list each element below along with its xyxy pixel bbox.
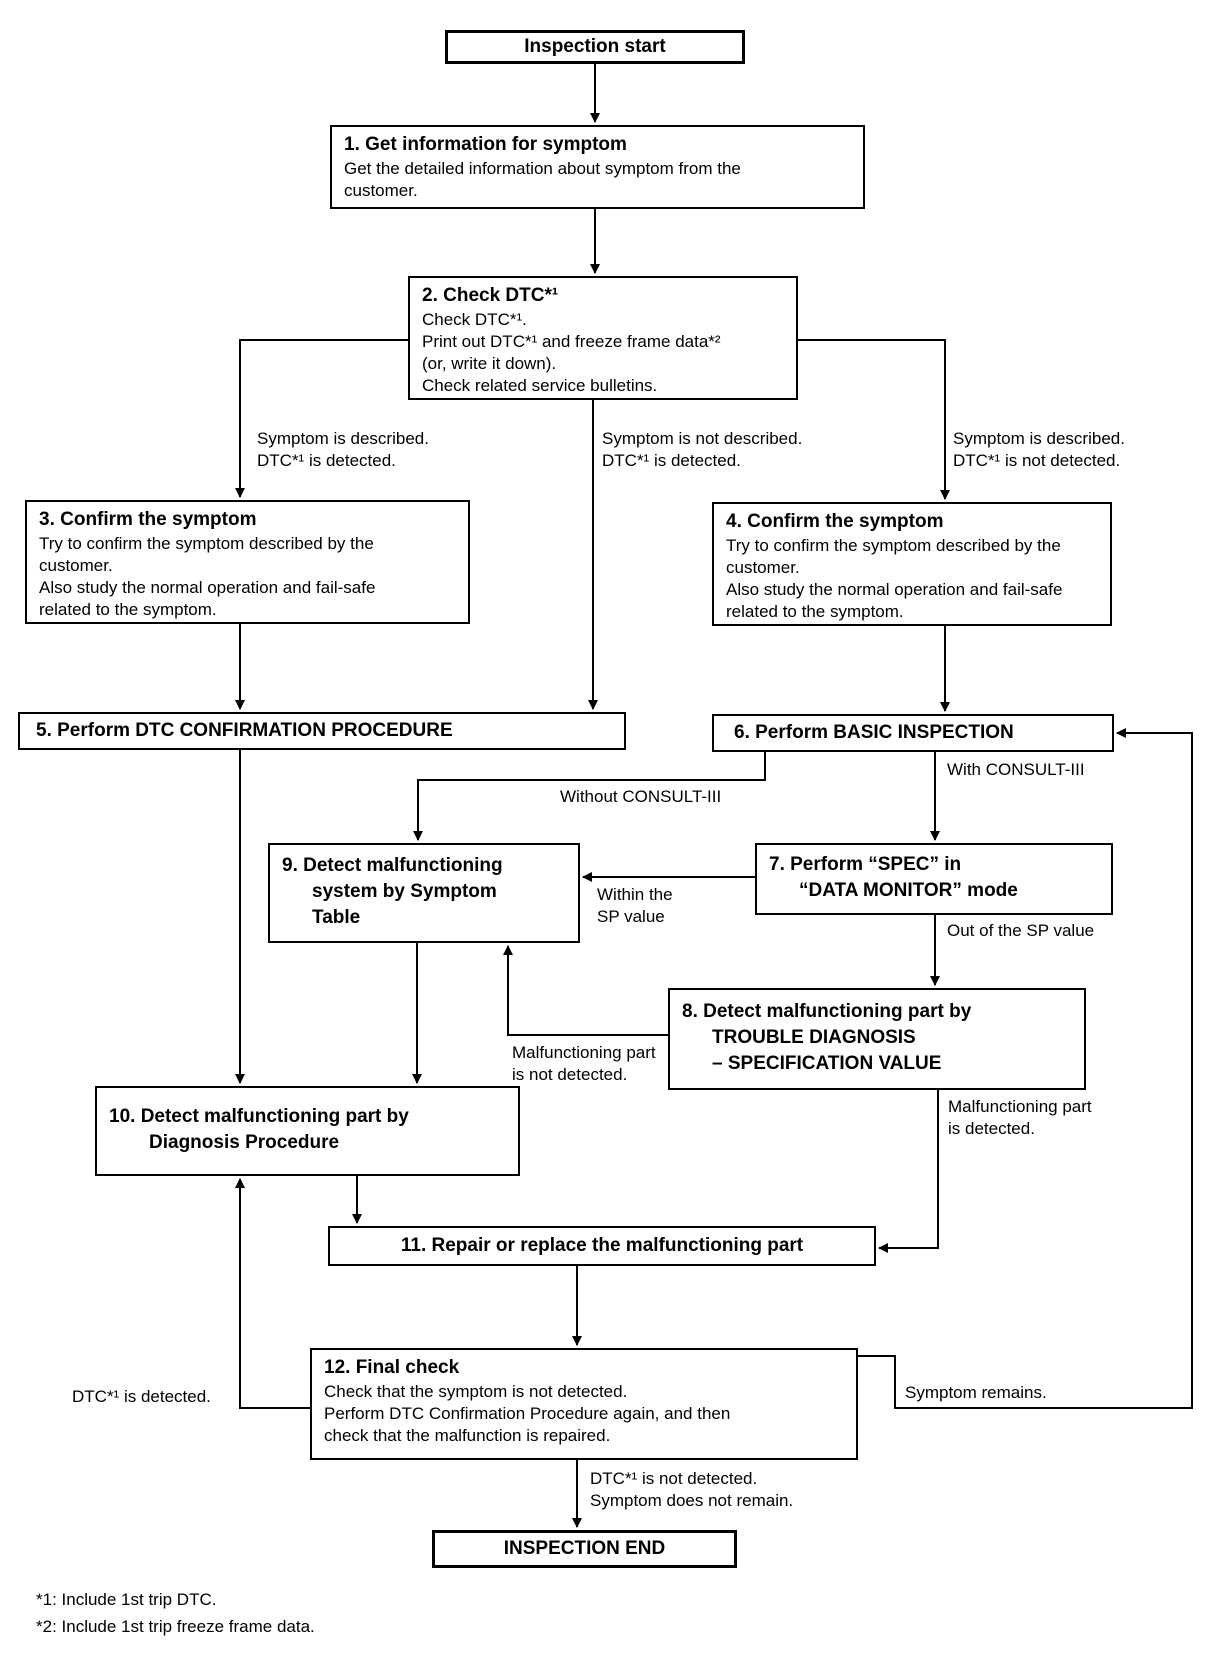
node-step12-final-check: 12. Final check Check that the symptom i… <box>310 1348 858 1460</box>
footnote-1: *1: Include 1st trip DTC. <box>36 1590 217 1609</box>
edge-step6-to-step9-without-consult <box>413 752 766 841</box>
node-step8-trouble-diagnosis-spec-value: 8. Detect malfunctioning part by TROUBLE… <box>668 988 1086 1090</box>
node-title: 11. Repair or replace the malfunctioning… <box>400 1235 804 1256</box>
node-step9-symptom-table: 9. Detect malfunctioning system by Sympt… <box>268 843 580 943</box>
node-title: 2. Check DTC*¹ <box>422 285 559 306</box>
edge-label-symptom-described-dtc-not-detected: Symptom is described. DTC*¹ is not detec… <box>953 429 1125 470</box>
node-title: 9. Detect malfunctioning system by Sympt… <box>282 855 503 928</box>
node-title: 4. Confirm the symptom <box>726 511 944 532</box>
edge-label-with-consult: With CONSULT-III <box>947 760 1085 779</box>
node-step3-confirm-symptom: 3. Confirm the symptom Try to confirm th… <box>25 500 470 624</box>
edge-label-part-detected: Malfunctioning part is detected. <box>948 1097 1092 1138</box>
node-step10-diagnosis-procedure: 10. Detect malfunctioning part by Diagno… <box>95 1086 520 1176</box>
node-label: INSPECTION END <box>503 1538 666 1559</box>
edge-label-without-consult: Without CONSULT-III <box>560 787 722 806</box>
edge-label-out-of-sp-value: Out of the SP value <box>947 921 1095 940</box>
node-body: Get the detailed information about sympt… <box>344 159 741 200</box>
node-step7-spec-data-monitor: 7. Perform “SPEC” in “DATA MONITOR” mode <box>755 843 1113 915</box>
node-step11-repair-replace: 11. Repair or replace the malfunctioning… <box>328 1226 876 1266</box>
node-inspection-end: INSPECTION END <box>432 1530 737 1568</box>
node-title: 6. Perform BASIC INSPECTION <box>734 722 1014 743</box>
footnotes: *1: Include 1st trip DTC. *2: Include 1s… <box>36 1586 315 1640</box>
node-title: 3. Confirm the symptom <box>39 509 257 530</box>
edge-step2-to-step3 <box>235 339 408 498</box>
edge-label-symptom-remains: Symptom remains. <box>905 1383 1047 1402</box>
node-inspection-start: Inspection start <box>445 30 745 64</box>
node-step5-dtc-confirmation-procedure: 5. Perform DTC CONFIRMATION PROCEDURE <box>18 712 626 750</box>
node-step1-get-information: 1. Get information for symptom Get the d… <box>330 125 865 209</box>
node-body: Try to confirm the symptom described by … <box>726 536 1063 621</box>
node-label: Inspection start <box>524 36 666 57</box>
node-title: 1. Get information for symptom <box>344 134 627 155</box>
edge-label-dtc-not-detected: DTC*¹ is not detected. Symptom does not … <box>590 1469 794 1510</box>
edge-label-symptom-not-described-dtc-detected: Symptom is not described. DTC*¹ is detec… <box>602 429 803 470</box>
node-body: Check that the symptom is not detected. … <box>324 1382 731 1445</box>
node-title: 10. Detect malfunctioning part by Diagno… <box>109 1106 409 1153</box>
node-step2-check-dtc: 2. Check DTC*¹ Check DTC*¹. Print out DT… <box>408 276 798 400</box>
footnote-2: *2: Include 1st trip freeze frame data. <box>36 1617 315 1636</box>
node-body: Check DTC*¹. Print out DTC*¹ and freeze … <box>422 310 721 395</box>
edge-step8-to-step11-detected <box>878 1090 939 1253</box>
node-body: Try to confirm the symptom described by … <box>39 534 376 619</box>
edge-step12-to-step10-dtc-detected <box>235 1178 310 1409</box>
edge-label-within-sp-value: Within the SP value <box>597 885 673 926</box>
edge-step2-to-step4 <box>798 339 950 500</box>
edge-label-symptom-described-dtc-detected: Symptom is described. DTC*¹ is detected. <box>257 429 429 470</box>
edge-step8-to-step9-not-detected <box>503 945 668 1036</box>
edge-label-part-not-detected: Malfunctioning part is not detected. <box>512 1043 656 1084</box>
edge-step12-to-step6-symptom-remains <box>858 728 1193 1409</box>
node-step4-confirm-symptom: 4. Confirm the symptom Try to confirm th… <box>712 502 1112 626</box>
node-title: 8. Detect malfunctioning part by TROUBLE… <box>682 1001 972 1074</box>
edge-label-dtc-detected: DTC*¹ is detected. <box>72 1387 211 1406</box>
node-title: 7. Perform “SPEC” in “DATA MONITOR” mode <box>769 854 1018 901</box>
node-step6-basic-inspection: 6. Perform BASIC INSPECTION <box>712 714 1114 752</box>
node-title: 5. Perform DTC CONFIRMATION PROCEDURE <box>36 720 453 741</box>
node-title: 12. Final check <box>324 1357 460 1378</box>
